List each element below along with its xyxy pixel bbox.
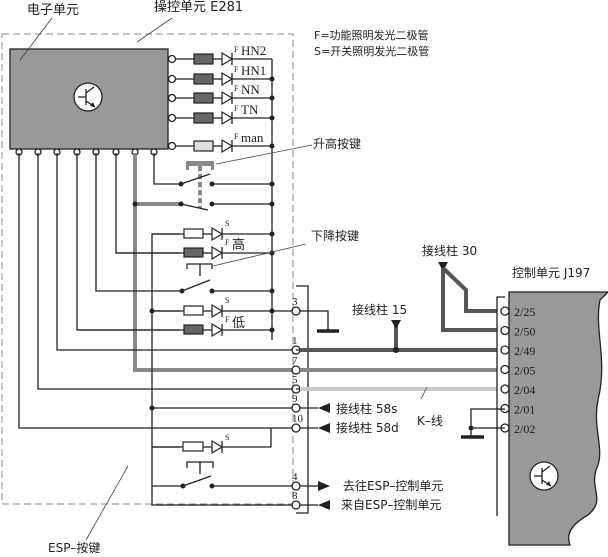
led-type-mark: F: [234, 45, 239, 54]
connector-pin-label: 9: [292, 393, 298, 405]
terminal-58s-label: 接线柱 58s: [336, 401, 397, 416]
j197-pin: [500, 364, 510, 375]
resistor: [193, 92, 214, 104]
low-label: 低: [232, 316, 245, 331]
connector-pin-label: 10: [292, 413, 304, 425]
led-type-mark: F: [234, 84, 239, 93]
to-esp-label: 去往ESP–控制单元: [343, 478, 443, 493]
connector-pin-label: 3: [292, 296, 298, 308]
level-low-leds: [77, 303, 292, 338]
led-label: HN2: [241, 43, 266, 58]
terminal-15-label: 接线柱 15: [352, 302, 407, 317]
connector-pin-label: 5: [292, 374, 298, 386]
led-s-mark: S: [225, 296, 229, 305]
resistor-s-high: [183, 228, 204, 239]
led-diode-icon: [221, 138, 234, 154]
j197-pin-label: 2/04: [514, 383, 535, 397]
control-panel-e281-outline: [1, 33, 294, 505]
connector-pin-8: [291, 500, 301, 510]
connector-bracket: [296, 285, 309, 514]
legend-f: F=功能照明发光二极管: [314, 28, 429, 42]
raise-button-switch[interactable]: [178, 161, 273, 211]
led-type-mark: F: [234, 65, 239, 74]
led-diode-icon: [221, 110, 234, 126]
j197-pin: [500, 306, 510, 316]
pin: [167, 74, 177, 84]
j197-pin: [500, 384, 510, 394]
high-label: 高: [232, 237, 245, 253]
j197-pin-label: 2/50: [514, 325, 535, 339]
led-label: man: [241, 130, 264, 145]
led-s-mark: S: [225, 433, 229, 442]
legend-s: S=开关照明发光二极管: [314, 44, 429, 58]
control-panel-label: 操控单元 E281: [154, 0, 243, 15]
connector-pin-label: 7: [292, 355, 298, 367]
led-f-mark: F: [225, 315, 230, 324]
resistor: [193, 53, 214, 65]
connector-pin-3: [291, 306, 301, 316]
led-type-mark: F: [234, 104, 239, 113]
pin: [167, 141, 177, 151]
led-label: NN: [241, 82, 260, 97]
control-unit-label: 控制单元 J197: [512, 266, 590, 280]
transistor-icon: [529, 461, 559, 491]
pin: [167, 54, 177, 64]
j197-pin-label: 2/05: [514, 364, 535, 378]
terminal-30-label: 接线柱 30: [422, 243, 477, 258]
connector-pin-10: [291, 423, 301, 433]
led-type-mark: F: [234, 132, 239, 141]
connector-pin-4: [291, 481, 301, 491]
j197-pin: [500, 345, 510, 355]
terminal-58d-label: 接线柱 58d: [336, 420, 399, 435]
led-diode-icon: [221, 71, 234, 87]
j197-pin: [500, 325, 510, 336]
transistor-icon: [73, 82, 103, 112]
j197-pin-label: 2/25: [514, 305, 535, 319]
connector-pin-label: 8: [292, 490, 298, 502]
resistor: [193, 112, 214, 124]
raise-button-label: 升高按键: [313, 136, 361, 151]
level-high-leds: [116, 226, 272, 261]
pin: [167, 93, 177, 103]
led-label: HN1: [241, 63, 266, 78]
esp-button-switch[interactable]: [152, 428, 296, 489]
connector-pin-7: [291, 365, 301, 375]
from-esp-label: 来自ESP–控制单元: [341, 498, 441, 512]
led-f-mark: F: [225, 238, 230, 247]
led-diode-icon: [221, 51, 234, 67]
connector-pin-label: 1: [292, 335, 298, 347]
resistor: [193, 140, 214, 152]
led-diode-icon: [221, 90, 234, 106]
j197-pin-label: 2/02: [514, 422, 535, 436]
pin: [167, 113, 177, 123]
electronic-unit-label: 电子单元: [27, 3, 79, 18]
j197-pin-label: 2/49: [514, 344, 535, 358]
led-s-mark: S: [225, 219, 229, 228]
j197-pin-label: 2/01: [514, 403, 535, 417]
resistor-f-high: [183, 247, 204, 258]
resistor: [193, 73, 214, 85]
esp-button-label: ESP–按键: [48, 541, 100, 555]
led-label: TN: [241, 102, 259, 117]
connector-pin-label: 4: [292, 471, 298, 483]
connector-pin-9: [291, 403, 301, 413]
lower-button-label: 下降按键: [311, 229, 359, 243]
lower-button-switch[interactable]: [179, 263, 273, 294]
k-line-label: K–线: [417, 414, 443, 428]
